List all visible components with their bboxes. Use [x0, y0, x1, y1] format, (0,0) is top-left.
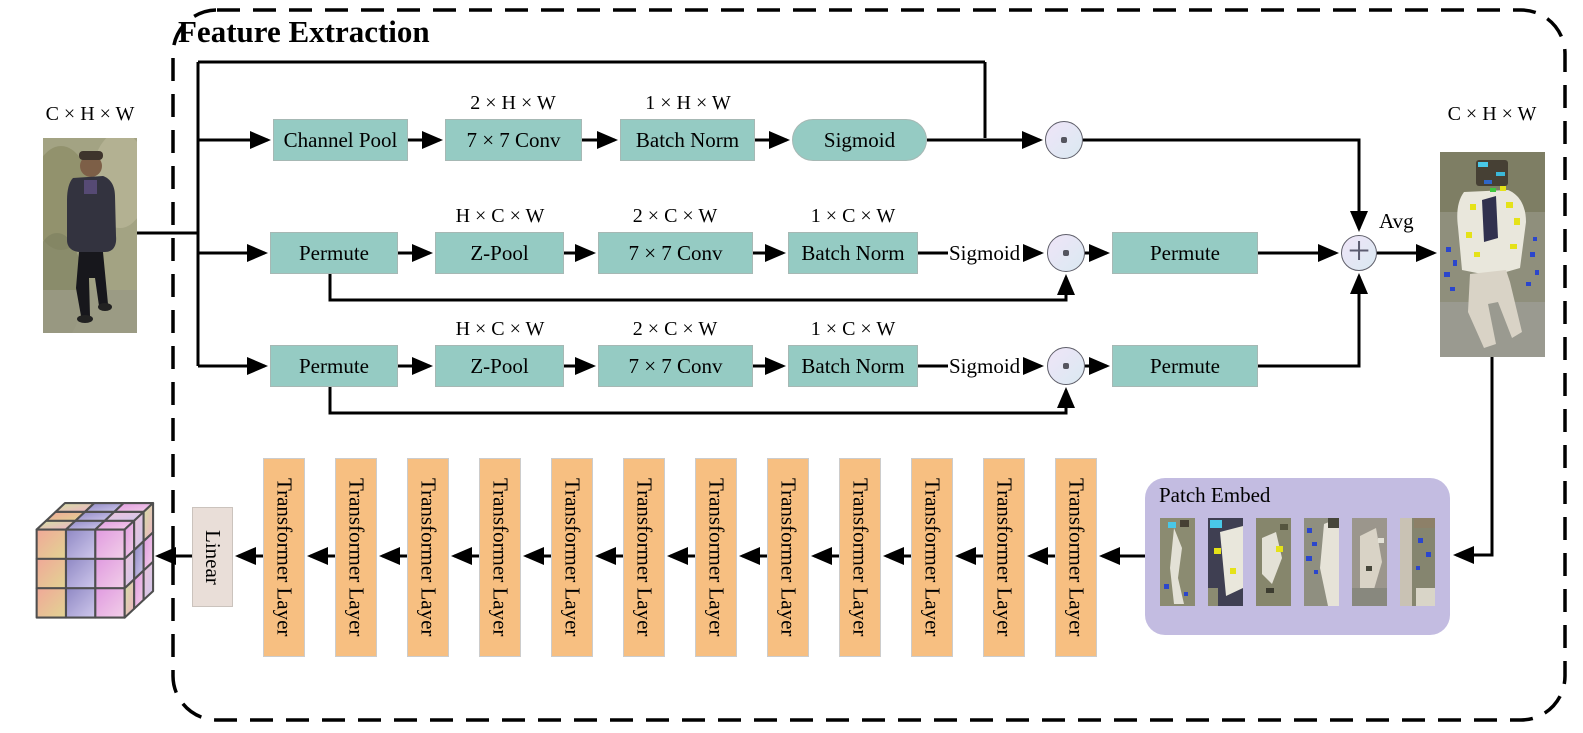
- elementwise-multiply-icon: [1047, 347, 1085, 385]
- input-person-image: [31, 132, 148, 343]
- transformer-layer-8: Transformer Layer: [767, 458, 809, 657]
- transformer-layer-7: Transformer Layer: [695, 458, 737, 657]
- module-title: Feature Extraction: [178, 14, 430, 49]
- transformer-layer-2: Transformer Layer: [335, 458, 377, 657]
- transformer-layer-10: Transformer Layer: [911, 458, 953, 657]
- arrow-image-to-patchembed: [1453, 357, 1494, 564]
- b2-permute-in-box: Permute: [270, 232, 398, 274]
- plus-glyph: +: [1347, 227, 1371, 273]
- linear-box: Linear: [192, 507, 233, 607]
- feature-cube-illustration: [35, 501, 155, 619]
- b3-conv-box: 7 × 7 Conv: [598, 345, 753, 387]
- b3-conv-dim-label: 2 × C × W: [632, 318, 718, 340]
- output-featuremap-image: [1440, 152, 1545, 357]
- multiply-dot: [1061, 137, 1067, 143]
- transformer-layer-1: Transformer Layer: [263, 458, 305, 657]
- elementwise-add-icon: +: [1341, 230, 1377, 271]
- b2-zpool-box: Z-Pool: [435, 232, 564, 274]
- b3-permute-in-box: Permute: [270, 345, 398, 387]
- arrow-b2-skip: [328, 274, 1075, 302]
- input-dim-label: C × H × W: [45, 103, 135, 125]
- output-dim-label: C × H × W: [1447, 103, 1537, 125]
- b1-sigmoid-pill: Sigmoid: [792, 119, 927, 161]
- patch-image-6: [1400, 518, 1435, 606]
- feature-cube: [10, 486, 157, 628]
- patch-image-1: [1160, 518, 1195, 606]
- b1-batchnorm-dim-label: 1 × H × W: [645, 92, 731, 114]
- transformer-layer-5: Transformer Layer: [551, 458, 593, 657]
- arrow-b3-skip: [328, 387, 1075, 415]
- input-person-illustration: [31, 132, 148, 343]
- avg-label: Avg: [1379, 209, 1414, 233]
- b1-conv-dim-label: 2 × H × W: [470, 92, 556, 114]
- b2-zpool-dim-label: H × C × W: [455, 205, 545, 227]
- elementwise-multiply-icon: [1045, 121, 1083, 159]
- arrow-b1-mul-to-add: [1083, 138, 1368, 232]
- b2-conv-dim-label: 2 × C × W: [632, 205, 718, 227]
- transformer-layer-4: Transformer Layer: [479, 458, 521, 657]
- elementwise-multiply-icon: [1047, 234, 1085, 272]
- patch-image-4: [1304, 518, 1339, 606]
- linear-label: Linear: [201, 529, 225, 585]
- b3-permute-out-box: Permute: [1112, 345, 1258, 387]
- channel-pool-box: Channel Pool: [273, 119, 408, 161]
- b2-batchnorm-dim-label: 1 × C × W: [810, 205, 896, 227]
- patch-image-3: [1256, 518, 1291, 606]
- b3-sigmoid-label: Sigmoid: [949, 354, 1021, 378]
- transformer-layer-11: Transformer Layer: [983, 458, 1025, 657]
- transformer-layer-12: Transformer Layer: [1055, 458, 1097, 657]
- patch-image-2: [1208, 518, 1243, 606]
- b2-sigmoid-label: Sigmoid: [949, 241, 1021, 265]
- multiply-dot: [1063, 363, 1069, 369]
- arrow-b3-permute-add: [1258, 273, 1368, 368]
- b3-zpool-box: Z-Pool: [435, 345, 564, 387]
- b3-batchnorm-dim-label: 1 × C × W: [810, 318, 896, 340]
- patch-embed-box: Patch Embed: [1145, 478, 1450, 635]
- b3-zpool-dim-label: H × C × W: [455, 318, 545, 340]
- b2-permute-out-box: Permute: [1112, 232, 1258, 274]
- b3-batchnorm-box: Batch Norm: [788, 345, 918, 387]
- feature-extraction-border: [171, 8, 1567, 722]
- transformer-layer-9: Transformer Layer: [839, 458, 881, 657]
- output-featuremap-illustration: [1440, 152, 1545, 357]
- transformer-layer-3: Transformer Layer: [407, 458, 449, 657]
- patch-image-5: [1352, 518, 1387, 606]
- multiply-dot: [1063, 250, 1069, 256]
- patch-embed-label: Patch Embed: [1159, 483, 1271, 507]
- transformer-layer-6: Transformer Layer: [623, 458, 665, 657]
- b1-conv-box: 7 × 7 Conv: [445, 119, 582, 161]
- b2-conv-box: 7 × 7 Conv: [598, 232, 753, 274]
- b1-batchnorm-box: Batch Norm: [620, 119, 755, 161]
- b2-batchnorm-box: Batch Norm: [788, 232, 918, 274]
